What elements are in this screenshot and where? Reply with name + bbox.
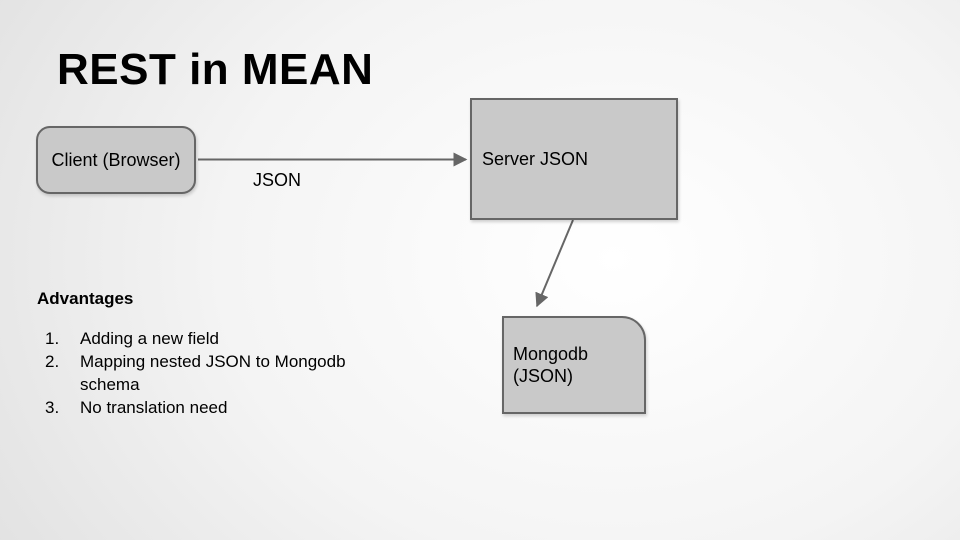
server-json-label: Server JSON [482, 149, 589, 169]
list-item-text: No translation need [80, 398, 228, 417]
list-item: 3. No translation need [37, 396, 380, 419]
json-edge-label: JSON [253, 170, 302, 190]
server-to-mongodb-arrow [535, 219, 574, 308]
list-item-text: Adding a new field [80, 329, 219, 348]
client-browser-node: Client (Browser) [36, 126, 196, 194]
list-item: 2. Mapping nested JSON to Mongodb schema [37, 350, 380, 396]
mongodb-node: Mongodb (JSON) [502, 316, 646, 414]
list-item-number: 2. [45, 352, 60, 371]
slide-title: REST in MEAN [57, 45, 374, 94]
mongodb-label: Mongodb (JSON) [513, 344, 589, 386]
client-browser-label: Client (Browser) [51, 150, 181, 170]
list-item-number: 3. [45, 398, 60, 417]
server-json-node: Server JSON [470, 98, 678, 220]
advantages-heading: Advantages [37, 289, 134, 308]
advantages-list: 1. Adding a new field 2. Mapping nested … [37, 327, 380, 419]
list-item-text: Mapping nested JSON to Mongodb schema [80, 352, 346, 394]
list-item-number: 1. [45, 329, 60, 348]
list-item: 1. Adding a new field [37, 327, 380, 350]
